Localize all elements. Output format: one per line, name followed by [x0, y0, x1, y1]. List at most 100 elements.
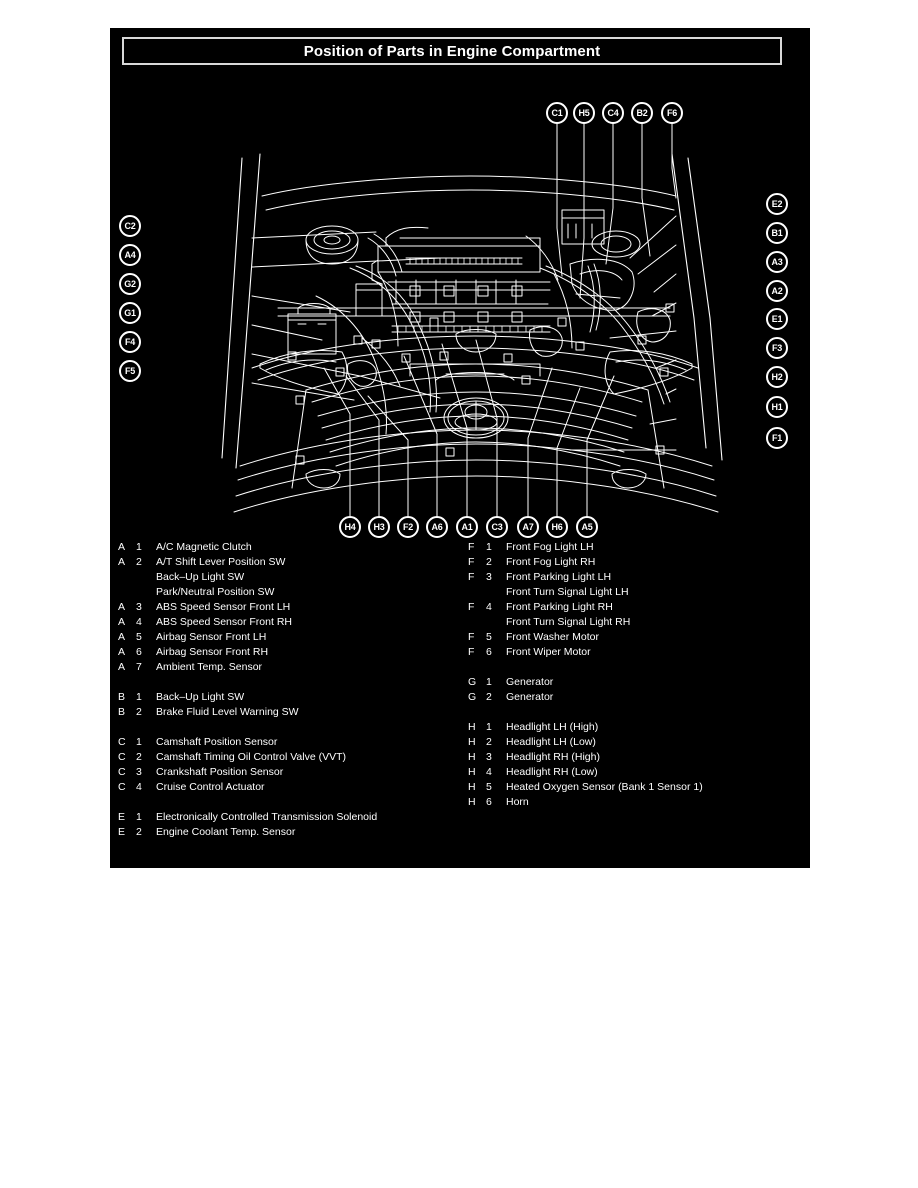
legend-row: G 2 Generator [468, 690, 803, 705]
legend-letter: G [468, 676, 477, 688]
callout-f2[interactable]: F2 [397, 516, 419, 538]
callout-a4[interactable]: A4 [119, 244, 141, 266]
callout-f6[interactable]: F6 [661, 102, 683, 124]
legend-number: 5 [486, 781, 492, 793]
legend-label: Front Parking Light RH [506, 601, 613, 613]
callout-f5[interactable]: F5 [119, 360, 141, 382]
legend-label: Back–Up Light SW [156, 571, 245, 583]
legend-row: Park/Neutral Position SW [118, 585, 458, 600]
legend-label: Front Turn Signal Light LH [506, 586, 629, 598]
legend-label: Headlight RH (High) [506, 751, 600, 763]
figure-panel: Position of Parts in Engine Compartment [110, 28, 810, 868]
legend-label: Front Fog Light LH [506, 541, 594, 553]
callout-a1[interactable]: A1 [456, 516, 478, 538]
legend-letter: C [118, 766, 126, 778]
legend-spacer [118, 720, 458, 735]
legend-number: 1 [486, 721, 492, 733]
legend-letter: E [118, 826, 126, 838]
legend-number: 4 [136, 781, 142, 793]
legend-number: 3 [486, 571, 492, 583]
callout-f3[interactable]: F3 [766, 337, 788, 359]
callout-c2[interactable]: C2 [119, 215, 141, 237]
callout-a3[interactable]: A3 [766, 251, 788, 273]
legend-label: Engine Coolant Temp. Sensor [156, 826, 296, 838]
legend-letter: F [468, 556, 475, 568]
legend-row: Front Turn Signal Light LH [468, 585, 803, 600]
callout-c1[interactable]: C1 [546, 102, 568, 124]
legend-label: Camshaft Position Sensor [156, 736, 278, 748]
engine-bay-line-art [221, 123, 723, 527]
legend-row: Front Turn Signal Light RH [468, 615, 803, 630]
legend-label: Generator [506, 691, 554, 703]
callout-f1[interactable]: F1 [766, 427, 788, 449]
callout-a6[interactable]: A6 [426, 516, 448, 538]
legend-number: 2 [486, 736, 492, 748]
legend-letter: A [118, 616, 126, 628]
legend-row: B 1 Back–Up Light SW [118, 690, 458, 705]
legend-label: Front Turn Signal Light RH [506, 616, 631, 628]
callout-c3[interactable]: C3 [486, 516, 508, 538]
callout-a5[interactable]: A5 [576, 516, 598, 538]
legend-number: 5 [486, 631, 492, 643]
callout-g1[interactable]: G1 [119, 302, 141, 324]
legend-letter: F [468, 571, 475, 583]
legend-number: 1 [136, 736, 142, 748]
callout-h3[interactable]: H3 [368, 516, 390, 538]
legend-letter: C [118, 751, 126, 763]
legend-row: G 1 Generator [468, 675, 803, 690]
callout-h4[interactable]: H4 [339, 516, 361, 538]
legend-label: Ambient Temp. Sensor [156, 661, 263, 673]
legend-row: Back–Up Light SW [118, 570, 458, 585]
legend-number: 4 [486, 601, 492, 613]
legend-spacer [118, 795, 458, 810]
legend-row: H 1 Headlight LH (High) [468, 720, 803, 735]
legend-label: Cruise Control Actuator [156, 781, 265, 793]
legend-label: A/C Magnetic Clutch [156, 541, 252, 553]
legend-row: A 7 Ambient Temp. Sensor [118, 660, 458, 675]
callout-h5[interactable]: H5 [573, 102, 595, 124]
callout-f4[interactable]: F4 [119, 331, 141, 353]
figure-title-bar: Position of Parts in Engine Compartment [122, 37, 782, 65]
legend-number: 5 [136, 631, 142, 643]
legend-letter: F [468, 601, 475, 613]
legend-label: Back–Up Light SW [156, 691, 245, 703]
callout-b2[interactable]: B2 [631, 102, 653, 124]
legend-label: Brake Fluid Level Warning SW [156, 706, 299, 718]
callout-a2[interactable]: A2 [766, 280, 788, 302]
legend-row: A 4 ABS Speed Sensor Front RH [118, 615, 458, 630]
legend-number: 4 [486, 766, 492, 778]
legend-label: Headlight RH (Low) [506, 766, 598, 778]
legend-number: 2 [136, 751, 142, 763]
legend-number: 6 [136, 646, 142, 658]
legend-label: A/T Shift Lever Position SW [156, 556, 286, 568]
legend-letter: H [468, 766, 476, 778]
legend-row: C 1 Camshaft Position Sensor [118, 735, 458, 750]
callout-e1[interactable]: E1 [766, 308, 788, 330]
callout-e2[interactable]: E2 [766, 193, 788, 215]
legend-label: ABS Speed Sensor Front LH [156, 601, 291, 613]
legend-row: H 4 Headlight RH (Low) [468, 765, 803, 780]
legend-row: A 3 ABS Speed Sensor Front LH [118, 600, 458, 615]
legend-letter: A [118, 541, 126, 553]
legend-label: Generator [506, 676, 554, 688]
legend-number: 1 [486, 676, 492, 688]
legend-letter: A [118, 556, 126, 568]
callout-h2[interactable]: H2 [766, 366, 788, 388]
callout-h6[interactable]: H6 [546, 516, 568, 538]
legend-row: A 2 A/T Shift Lever Position SW [118, 555, 458, 570]
legend-label: Heated Oxygen Sensor (Bank 1 Sensor 1) [506, 781, 703, 793]
callout-a7[interactable]: A7 [517, 516, 539, 538]
legend-number: 1 [136, 691, 142, 703]
callout-h1[interactable]: H1 [766, 396, 788, 418]
legend-letter: H [468, 751, 476, 763]
callout-b1[interactable]: B1 [766, 222, 788, 244]
legend-letter: A [118, 646, 126, 658]
callout-g2[interactable]: G2 [119, 273, 141, 295]
legend-row: H 6 Horn [468, 795, 803, 810]
legend-column-left: A 1 A/C Magnetic Clutch A 2 A/T Shift Le… [118, 540, 458, 840]
legend-letter: E [118, 811, 126, 823]
legend-row: F 6 Front Wiper Motor [468, 645, 803, 660]
callout-c4[interactable]: C4 [602, 102, 624, 124]
legend-number: 1 [136, 541, 142, 553]
legend-letter: C [118, 781, 126, 793]
